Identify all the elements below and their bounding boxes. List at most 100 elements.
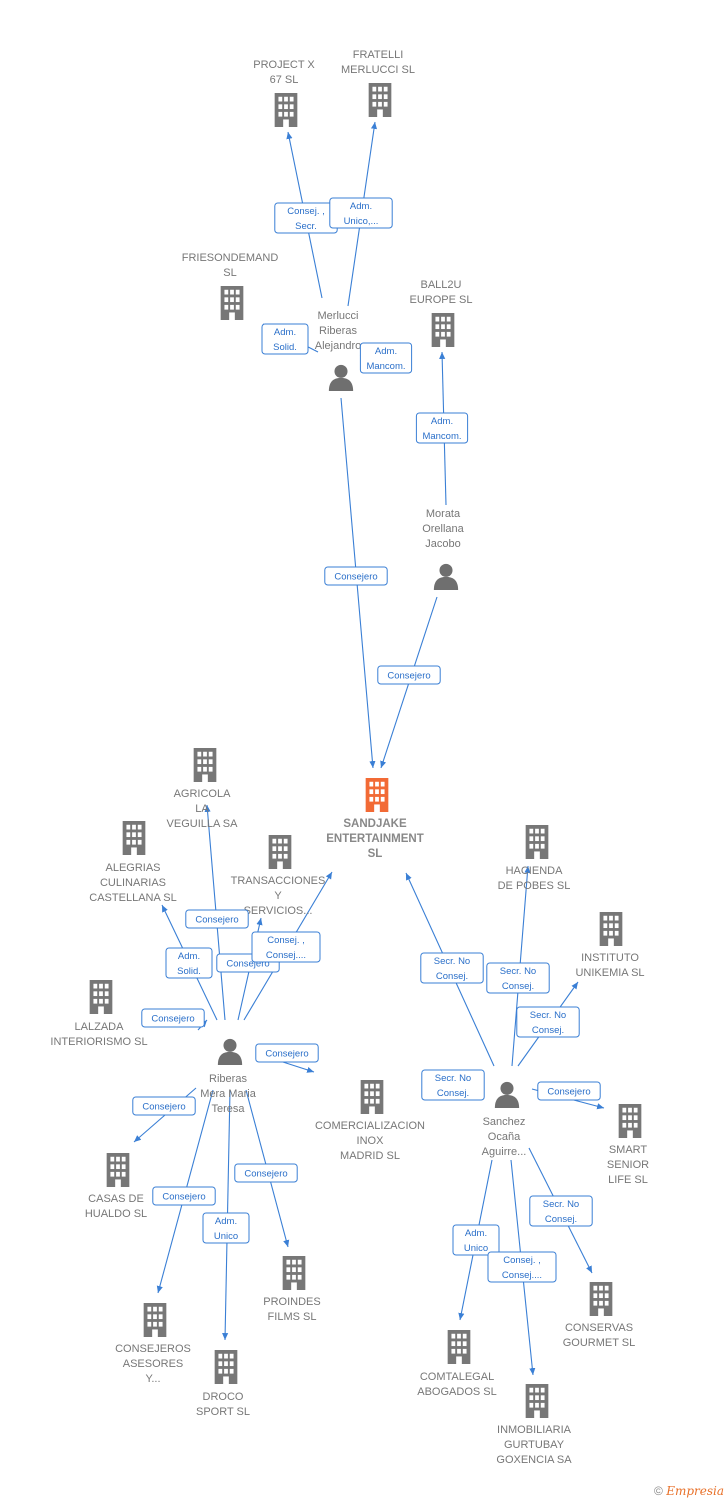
building-icon <box>525 825 549 859</box>
edge-label[interactable]: Consejero <box>185 909 249 929</box>
node-label: FRATELLI <box>353 49 404 61</box>
node-label: LIFE SL <box>608 1174 648 1186</box>
edge-label-box <box>185 909 249 929</box>
edge-label-text: Secr. No <box>543 1199 579 1210</box>
brand-logo[interactable]: Empresia <box>666 1484 724 1498</box>
edge-label[interactable]: Consejero <box>537 1081 601 1101</box>
edge-labels-layer: Consej. ,Secr.Adm.Unico,...Adm.Solid.Adm… <box>132 197 601 1283</box>
edge-label[interactable]: Consejero <box>255 1043 319 1063</box>
edge-label[interactable]: Consejero <box>234 1163 298 1183</box>
edge-label-box <box>255 1043 319 1063</box>
node-hacienda[interactable]: HACIENDA DE POBES SL <box>498 825 571 892</box>
edge-label-text: Consejero <box>162 1192 205 1203</box>
node-sanchez[interactable]: SanchezOcañaAguirre... <box>482 1081 527 1158</box>
nodes-layer: PROJECT X67 SL FRATELLI MERLUCCI SL FRIESON… <box>50 49 649 1466</box>
edge-label-text: Secr. No <box>435 1073 471 1084</box>
node-label: UNIKEMIA SL <box>575 967 644 979</box>
edge-label-text: Secr. <box>295 221 317 232</box>
edge-label-box <box>202 1212 250 1244</box>
node-label: SERVICIOS... <box>244 905 313 917</box>
node-label: CONSERVAS <box>565 1322 633 1334</box>
edge-label[interactable]: Secr. No Consej. <box>420 952 484 984</box>
edge-label-box <box>152 1186 216 1206</box>
edge-label[interactable]: Consej. ,Secr. <box>274 202 338 234</box>
credit-footer: © Empresia <box>654 1484 724 1498</box>
building-icon <box>143 1303 167 1337</box>
edge-label[interactable]: Consej. ,Consej.... <box>487 1251 557 1283</box>
edge-label[interactable]: Adm.Mancom. <box>415 412 469 444</box>
edge-label-box <box>234 1163 298 1183</box>
node-label: AGRICOLA <box>174 788 232 800</box>
node-label: Aguirre... <box>482 1146 527 1158</box>
edge-label-text: Adm. <box>274 327 296 338</box>
node-label: SPORT SL <box>196 1406 250 1418</box>
node-label: ALEGRIAS <box>105 862 160 874</box>
node-label: HACIENDA <box>506 865 564 877</box>
node-label: Orellana <box>422 523 464 535</box>
node-label: PROJECT X <box>253 59 315 71</box>
edge-label[interactable]: Adm.Solid. <box>261 323 309 355</box>
edge-label-text: Consej. <box>436 971 468 982</box>
edge-label[interactable]: Consejero <box>141 1008 205 1028</box>
node-label: SANDJAKE <box>343 818 407 830</box>
building-icon <box>360 1080 384 1114</box>
edge-label[interactable]: Adm.Mancom. <box>359 342 413 374</box>
edge-label-text: Consejero <box>142 1102 185 1113</box>
building-icon <box>447 1330 471 1364</box>
node-label: CASAS DE <box>88 1193 144 1205</box>
building-icon <box>431 313 455 347</box>
edge-label[interactable]: Consej. ,Consej.... <box>251 931 321 963</box>
node-label: SENIOR <box>607 1159 649 1171</box>
node-consejeros[interactable]: CONSEJEROSASESORESY... <box>115 1303 191 1385</box>
edge-label-text: Secr. No <box>530 1010 566 1021</box>
building-icon <box>365 778 389 812</box>
person-icon <box>328 364 354 391</box>
edge-label-text: Secr. No <box>434 956 470 967</box>
edge-label[interactable]: Adm.Unico,... <box>329 197 393 229</box>
node-label: MERLUCCI SL <box>341 64 415 76</box>
node-projectx[interactable]: PROJECT X67 SL <box>253 59 315 127</box>
edge-label-box <box>537 1081 601 1101</box>
edge-label[interactable]: Adm.Unico <box>452 1224 500 1256</box>
edge-label-text: Consejero <box>265 1049 308 1060</box>
edge-label[interactable]: Adm.Solid. <box>165 947 213 979</box>
node-transacciones[interactable]: TRANSACCIONESYSERVICIOS... <box>231 835 326 917</box>
edge-label-box <box>132 1096 196 1116</box>
edge-label-text: Adm. <box>215 1216 237 1227</box>
node-label: GURTUBAY <box>504 1439 565 1451</box>
node-label: DE POBES SL <box>498 880 571 892</box>
edge-label[interactable]: Consejero <box>324 566 388 586</box>
node-smart[interactable]: SMART SENIOR LIFE SL <box>607 1104 649 1186</box>
node-label: EUROPE SL <box>410 294 473 306</box>
edge-label[interactable]: Consejero <box>132 1096 196 1116</box>
edge-label[interactable]: Consejero <box>377 665 441 685</box>
node-label: ABOGADOS SL <box>417 1386 496 1398</box>
node-fratelli[interactable]: FRATELLI MERLUCCI SL <box>341 49 415 117</box>
node-label: SMART <box>609 1144 648 1156</box>
edge-label[interactable]: Consejero <box>152 1186 216 1206</box>
node-label: COMERCIALIZACION <box>315 1120 425 1132</box>
edge-label-text: Consej.... <box>502 1270 542 1281</box>
edge-label[interactable]: Adm.Unico <box>202 1212 250 1244</box>
